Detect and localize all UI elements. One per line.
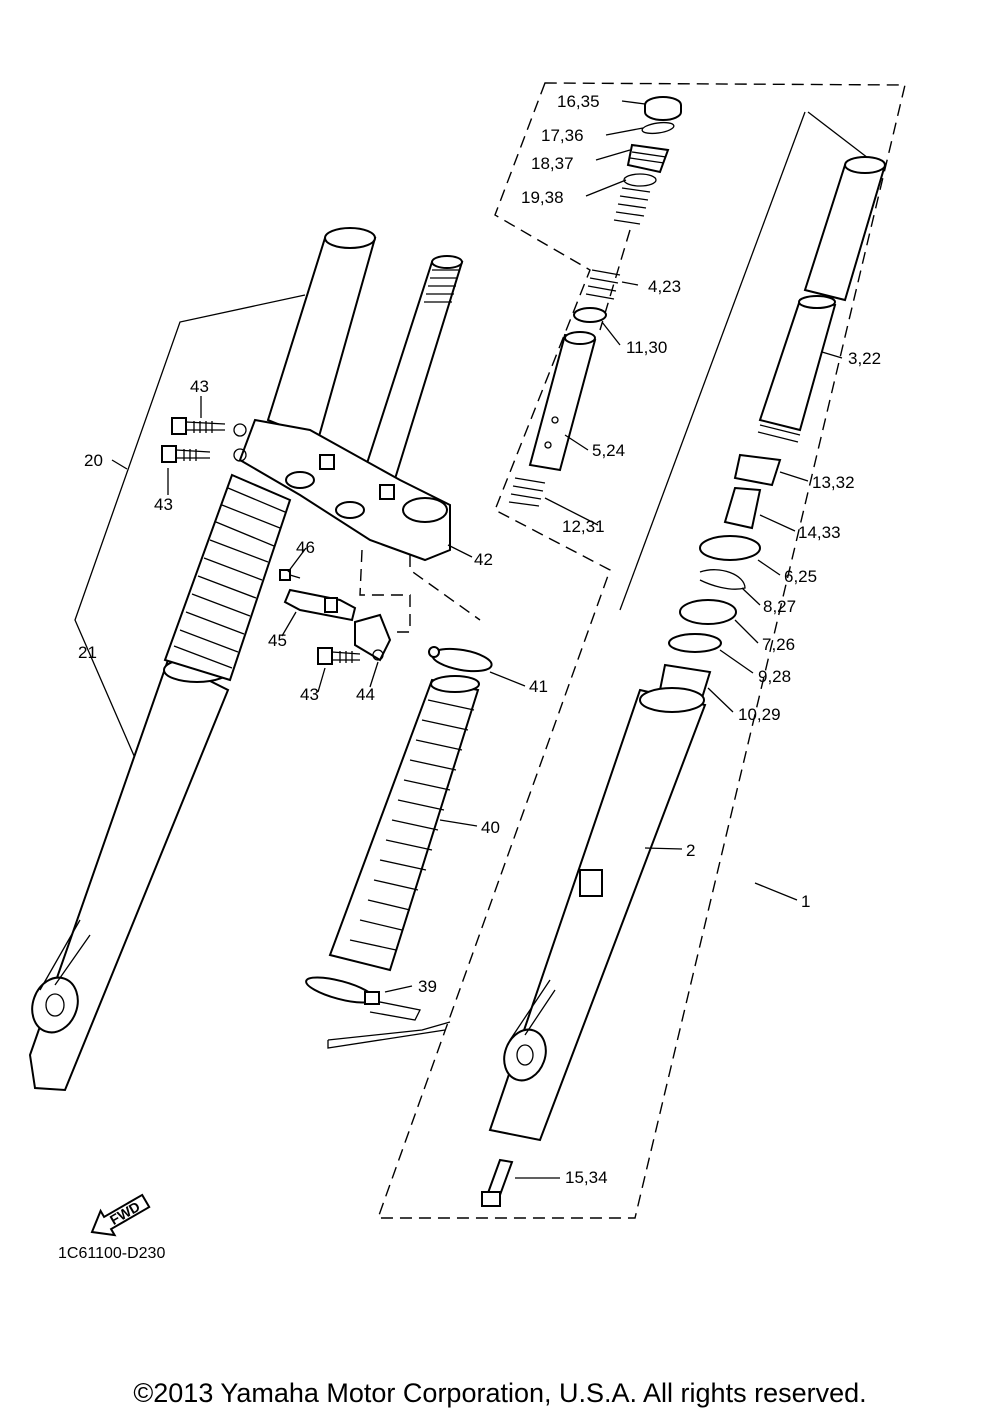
callout-43-bracket: 43 [300,685,319,704]
steering-stem [358,255,464,497]
bolt-15-34 [481,1158,514,1207]
fork-spring-upper [613,187,651,225]
callout-21: 21 [78,643,97,662]
brake-hose-holder-45 [283,588,357,622]
bolt-43-upper [171,417,226,435]
fork-leg-21 [28,657,231,1092]
rebound-spring-4-23 [585,269,621,300]
clip-ring-41 [428,646,493,673]
lower-triple-clamp [233,418,451,562]
inner-tube-left [266,227,377,442]
callout-44: 44 [356,685,375,704]
dashed-link-44 [359,549,411,633]
damper-rod-5-24 [528,331,597,472]
callout-13-32: 13,32 [812,473,855,492]
callout-2: 2 [686,841,695,860]
bolt-43-lower [161,445,211,463]
outline-1-damper-group [377,82,906,1219]
leader-line-main [807,111,869,159]
bracket-39 [327,1021,451,1041]
fork-leg-2 [488,687,707,1142]
washer-9-28 [668,633,722,653]
callout-17-36: 17,36 [541,126,584,145]
callout-20: 20 [84,451,103,470]
fork-boot-left [163,473,292,682]
bracket-20 [74,294,306,759]
callout-43-upper: 43 [190,377,209,396]
callout-16-35: 16,35 [557,92,600,111]
bracket-39b [327,1029,446,1049]
bushing-14-33 [723,486,762,530]
callout-18-37: 18,37 [531,154,574,173]
cap-16-35 [644,96,682,121]
rebound-spring-12-31 [508,477,546,507]
callout-7-26: 7,26 [762,635,795,654]
callout-10-29: 10,29 [738,705,781,724]
callout-9-28: 9,28 [758,667,791,686]
callout-4-23: 4,23 [648,277,681,296]
callout-1: 1 [801,892,810,911]
leader-lines [111,100,843,1179]
callout-15-34: 15,34 [565,1168,608,1187]
callout-labels: 16,35 17,36 18,37 19,38 4,23 11,30 3,22 … [78,92,881,1187]
bushing-13-32 [733,453,782,487]
callout-12-31: 12,31 [562,517,605,536]
callout-42: 42 [474,550,493,569]
o-ring-17-36 [641,121,675,135]
callout-19-38: 19,38 [521,188,564,207]
callout-43-lower: 43 [154,495,173,514]
callout-3-22: 3,22 [848,349,881,368]
callout-45: 45 [268,631,287,650]
seal-6-25 [699,535,761,561]
callout-5-24: 5,24 [592,441,625,460]
plate-44 [354,613,392,662]
inner-tube-3-22 [757,156,887,443]
bolt-43-bracket [317,647,361,665]
bracket-1-top [619,111,806,611]
callout-11-30: 11,30 [626,338,667,357]
screw-46 [279,569,301,581]
dashed-link-41 [409,555,481,621]
spacer-18-37 [626,143,670,174]
callout-6-25: 6,25 [784,567,817,586]
callout-14-33: 14,33 [798,523,841,542]
fork-boot-40 [328,675,480,972]
callout-46: 46 [296,538,315,557]
oil-seal-7-26 [679,599,737,625]
clip-8-27 [699,569,746,590]
callout-8-27: 8,27 [763,597,796,616]
callout-39: 39 [418,977,437,996]
band-39 [305,976,421,1021]
callout-41: 41 [529,677,548,696]
diagram-code: 1C61100-D230 [58,1245,165,1262]
fwd-arrow-icon: FWD [90,1193,151,1237]
callout-40: 40 [481,818,500,837]
piston-ring-11-30 [573,307,607,323]
copyright-footer: ©2013 Yamaha Motor Corporation, U.S.A. A… [133,1378,867,1408]
washer-19-38 [623,173,657,187]
